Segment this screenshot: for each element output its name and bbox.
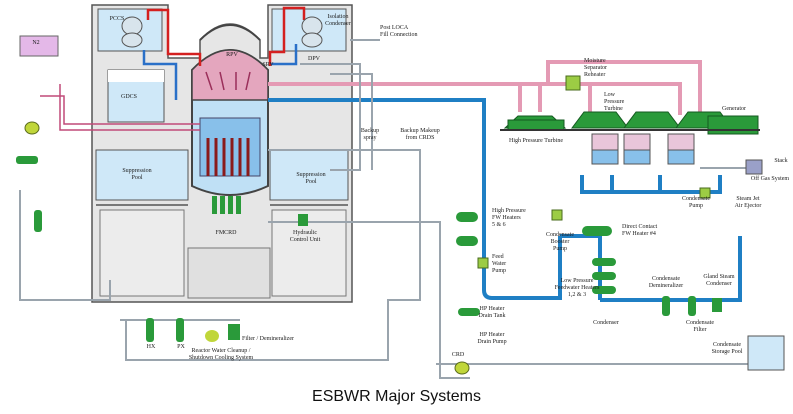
- fmcrd-drives: [212, 196, 241, 214]
- label-backup-spray: Backup spray: [360, 128, 380, 141]
- label-hx: HX: [146, 344, 156, 350]
- page-title: ESBWR Major Systems: [312, 388, 481, 405]
- label-condensate-storage-pool: Condensate Storage Pool: [711, 342, 743, 355]
- label-dc-heater: Direct Contact FW Heater #4: [622, 224, 658, 237]
- hx-left: [16, 156, 38, 164]
- label-condenser: Condenser: [593, 320, 619, 326]
- label-srv: SRV: [262, 62, 274, 68]
- label-condensate-booster-pump: Condensate Booster Pump: [546, 232, 574, 252]
- offgas-box: [745, 159, 763, 175]
- condensate-demineralizer: [662, 296, 670, 316]
- pump-left: [24, 121, 40, 135]
- label-condensate-pump: Condensate Pump: [682, 196, 710, 209]
- label-filter-demineralizer: Filter / Demineralizer: [242, 336, 294, 342]
- label-lp-fw-heaters: Low Pressure Feedwater Heaters 1,2 & 3: [554, 278, 600, 298]
- label-rwcu: Reactor Water Cleanup / Shutdown Cooling…: [188, 348, 254, 361]
- auxiliary-piping: [19, 39, 780, 379]
- rpv-vessel: [191, 49, 269, 196]
- hcu: [298, 214, 308, 226]
- label-hcu: Hydraulic Control Unit: [289, 230, 321, 243]
- label-n2: N2: [32, 40, 40, 46]
- label-post-loca: Post LOCA Fill Connection: [380, 25, 418, 38]
- fw-pump: [477, 257, 489, 269]
- pccs-condenser: [121, 16, 143, 48]
- condenser-hotwells: [591, 133, 695, 165]
- label-px: PX: [177, 344, 185, 350]
- label-hp-fw-heaters: High Pressure FW Heaters 5 & 6: [492, 208, 526, 228]
- label-msr: Moisture Separator Reheater: [584, 58, 607, 78]
- lp-fw-heaters: [592, 258, 616, 294]
- rwcu-equipment: [146, 318, 240, 342]
- label-suppression-pool-left: Suppression Pool: [122, 168, 152, 181]
- label-dpv: DPV: [307, 56, 320, 62]
- label-offgas: Off Gas System: [750, 176, 790, 182]
- label-isolation-condenser: Isolation Condenser: [325, 14, 351, 27]
- main-steam-lines: [268, 60, 702, 115]
- label-condensate-filter: Condensate Filter: [686, 320, 714, 333]
- label-lp-turbine: Low Pressure Turbine: [604, 92, 625, 112]
- label-stack: Stack: [774, 158, 788, 164]
- label-pccs: PCCS: [109, 16, 125, 22]
- condensate-pump: [699, 187, 711, 199]
- condensate-storage-pool: [747, 335, 785, 371]
- label-rpv: RPV: [226, 52, 238, 58]
- hp-fw-heaters: [456, 212, 478, 246]
- dc-heater: [582, 226, 612, 236]
- label-fmcrd: FMCRD: [215, 230, 237, 236]
- isolation-condenser: [301, 16, 323, 48]
- gland-steam-condenser: [712, 298, 722, 312]
- label-gland-steam-condenser: Gland Steam Condenser: [703, 274, 735, 287]
- label-condensate-demineralizer: Condensate Demineralizer: [648, 276, 684, 289]
- label-crd: CRD: [451, 352, 465, 358]
- n2-tank: [19, 35, 59, 57]
- label-generator: Generator: [722, 106, 746, 112]
- label-backup-makeup: Backup Makeup from CRDS: [400, 128, 440, 141]
- hp-drain-tank: [458, 308, 480, 316]
- label-gdcs: GDCS: [120, 94, 137, 100]
- label-suppression-pool-right: Suppression Pool: [296, 172, 326, 185]
- core-fuel: [206, 138, 250, 176]
- tank-left: [34, 210, 42, 232]
- msr: [565, 75, 581, 91]
- label-hp-drain-tank: HP Heater Drain Tank: [478, 306, 506, 319]
- label-hp-turbine: High Pressure Turbine: [508, 138, 563, 144]
- generator: [707, 115, 759, 135]
- condensate-filter: [688, 296, 696, 316]
- label-hp-drain-pump: HP Heater Drain Pump: [477, 332, 507, 345]
- isolation-condenser-steam-lines: [146, 6, 306, 66]
- label-sjae: Steam Jet Air Ejector: [734, 196, 762, 209]
- label-fw-pump: Feed Water Pump: [492, 254, 507, 274]
- lp-turbines: [571, 111, 733, 129]
- hp-turbine: [503, 115, 567, 131]
- condensate-booster-pump: [551, 209, 563, 221]
- crd-pump: [454, 361, 470, 375]
